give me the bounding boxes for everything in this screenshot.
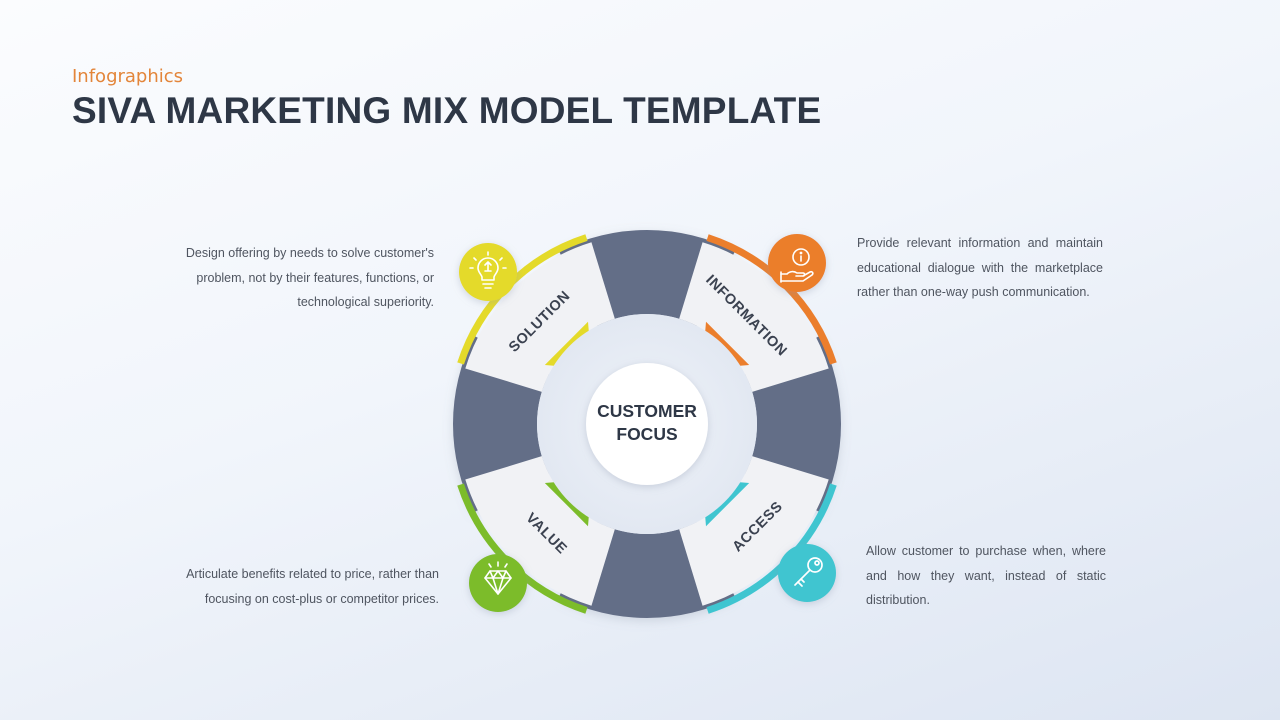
lightbulb-icon — [469, 251, 507, 289]
value-description: Articulate benefits related to price, ra… — [186, 567, 439, 606]
information-badge — [768, 234, 826, 292]
solution-badge — [459, 243, 517, 301]
access-panel — [679, 456, 829, 606]
value-badge — [469, 554, 527, 612]
information-panel — [679, 242, 829, 392]
center-label-line2: FOCUS — [616, 424, 677, 444]
value-panel — [465, 456, 615, 606]
center-label-line1: CUSTOMER — [597, 401, 697, 421]
information-description: Provide relevant information and maintai… — [857, 236, 1103, 299]
access-description: Allow customer to purchase when, where a… — [866, 544, 1106, 607]
access-badge — [778, 544, 836, 602]
segment-panels — [465, 242, 829, 606]
info-hand-icon — [780, 248, 814, 283]
center-circle — [586, 363, 708, 485]
eyebrow-label: Infographics — [72, 66, 184, 87]
solution-description: Design offering by needs to solve custom… — [185, 246, 434, 309]
solution-panel — [465, 242, 615, 392]
page-title: SIVA MARKETING MIX MODEL TEMPLATE — [72, 90, 822, 131]
diamond-icon — [484, 561, 512, 595]
key-icon — [794, 557, 823, 587]
